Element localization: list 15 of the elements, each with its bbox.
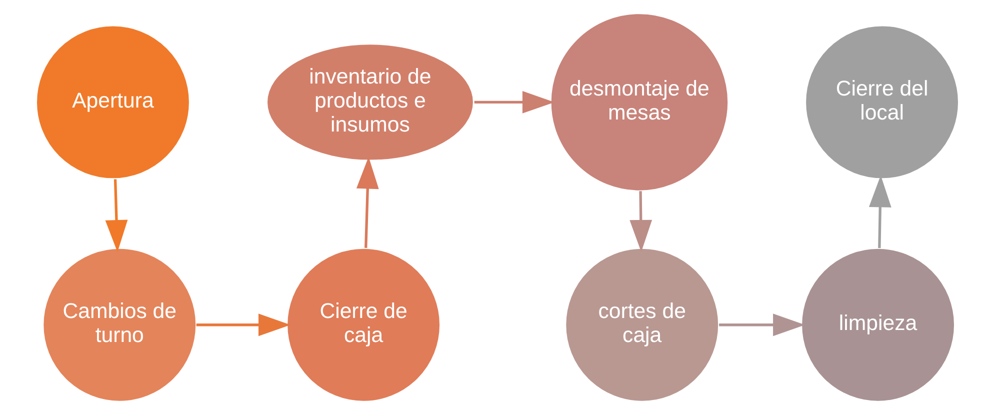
arrow (868, 175, 892, 248)
arrow (630, 191, 652, 252)
node-circle: Cierre de caja (286, 248, 441, 402)
node-circle: Cambios de turno (42, 248, 197, 402)
node-circle: Apertura (36, 24, 190, 180)
node-circle: cortes de caja (564, 248, 720, 402)
arrow (356, 156, 379, 248)
arrow (474, 91, 554, 114)
node-circle: Cierre del local (804, 24, 960, 180)
arrow (196, 314, 290, 336)
arrow (719, 314, 806, 336)
arrow (105, 179, 128, 252)
node-circle: desmontaje de mesas (550, 12, 729, 192)
node-circle: limpieza (800, 248, 956, 402)
node-ellipse: inventario de productos e insumos (266, 43, 474, 162)
